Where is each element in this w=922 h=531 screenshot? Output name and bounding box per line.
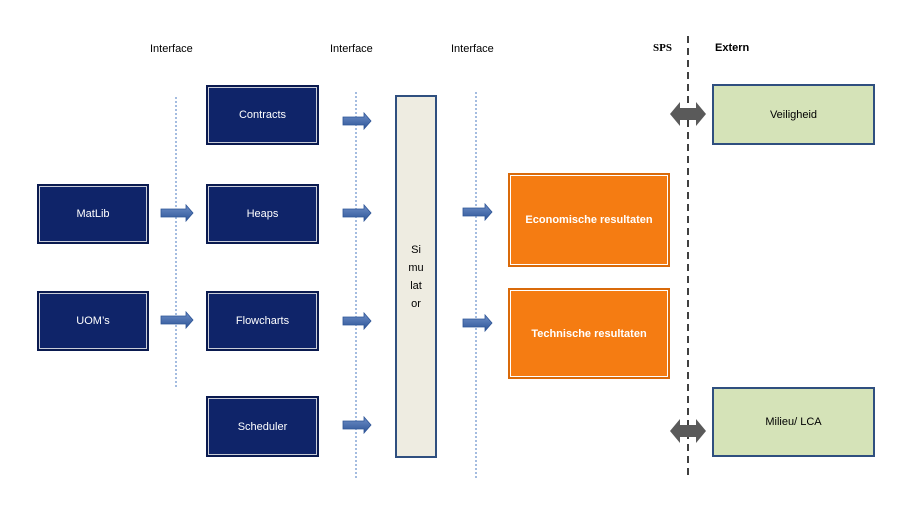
- technical-results-label: Technische resultaten: [531, 327, 647, 340]
- heaps-label: Heaps: [246, 208, 279, 220]
- arrow-simulator-economic: [462, 202, 493, 222]
- matlib-box: MatLib: [37, 184, 149, 244]
- safety-box: Veiligheid: [712, 84, 875, 145]
- interface-label-2: Interface: [330, 43, 373, 55]
- simulator-line-1: Si: [411, 243, 421, 256]
- interface-label-3: Interface: [451, 43, 494, 55]
- flowcharts-box: Flowcharts: [206, 291, 319, 351]
- flowcharts-label: Flowcharts: [235, 315, 290, 327]
- environment-label: Milieu/ LCA: [765, 416, 822, 428]
- arrow-uoms-flowcharts: [160, 310, 194, 330]
- arrow-contracts-simulator: [342, 111, 372, 131]
- connector-environment: [670, 419, 706, 443]
- matlib-label: MatLib: [76, 208, 110, 220]
- simulator-label: Si mu lat or: [397, 241, 435, 313]
- sps-label: SPS: [653, 42, 672, 54]
- simulator-line-4: or: [411, 297, 421, 310]
- interface-label-1: Interface: [150, 43, 193, 55]
- arrow-heaps-simulator: [342, 203, 372, 223]
- arrow-matlib-heaps: [160, 203, 194, 223]
- connector-safety: [670, 102, 706, 126]
- extern-label: Extern: [715, 42, 750, 54]
- scheduler-box: Scheduler: [206, 396, 319, 457]
- safety-label: Veiligheid: [769, 108, 818, 121]
- economic-results-box: Economische resultaten: [508, 173, 670, 267]
- scheduler-label: Scheduler: [237, 420, 288, 433]
- arrow-flowcharts-simulator: [342, 311, 372, 331]
- technical-results-box: Technische resultaten: [508, 288, 670, 379]
- arrow-scheduler-simulator: [342, 415, 372, 435]
- simulator-line-3: lat: [410, 279, 422, 292]
- uoms-label: UOM’s: [76, 315, 110, 327]
- arrow-simulator-technical: [462, 313, 493, 333]
- environment-box: Milieu/ LCA: [712, 387, 875, 457]
- simulator-box: Si mu lat or: [395, 95, 437, 458]
- uoms-box: UOM’s: [37, 291, 149, 351]
- simulator-line-2: mu: [408, 261, 424, 274]
- contracts-label: Contracts: [238, 109, 287, 121]
- contracts-box: Contracts: [206, 85, 319, 145]
- economic-results-label: Economische resultaten: [525, 214, 653, 226]
- heaps-box: Heaps: [206, 184, 319, 244]
